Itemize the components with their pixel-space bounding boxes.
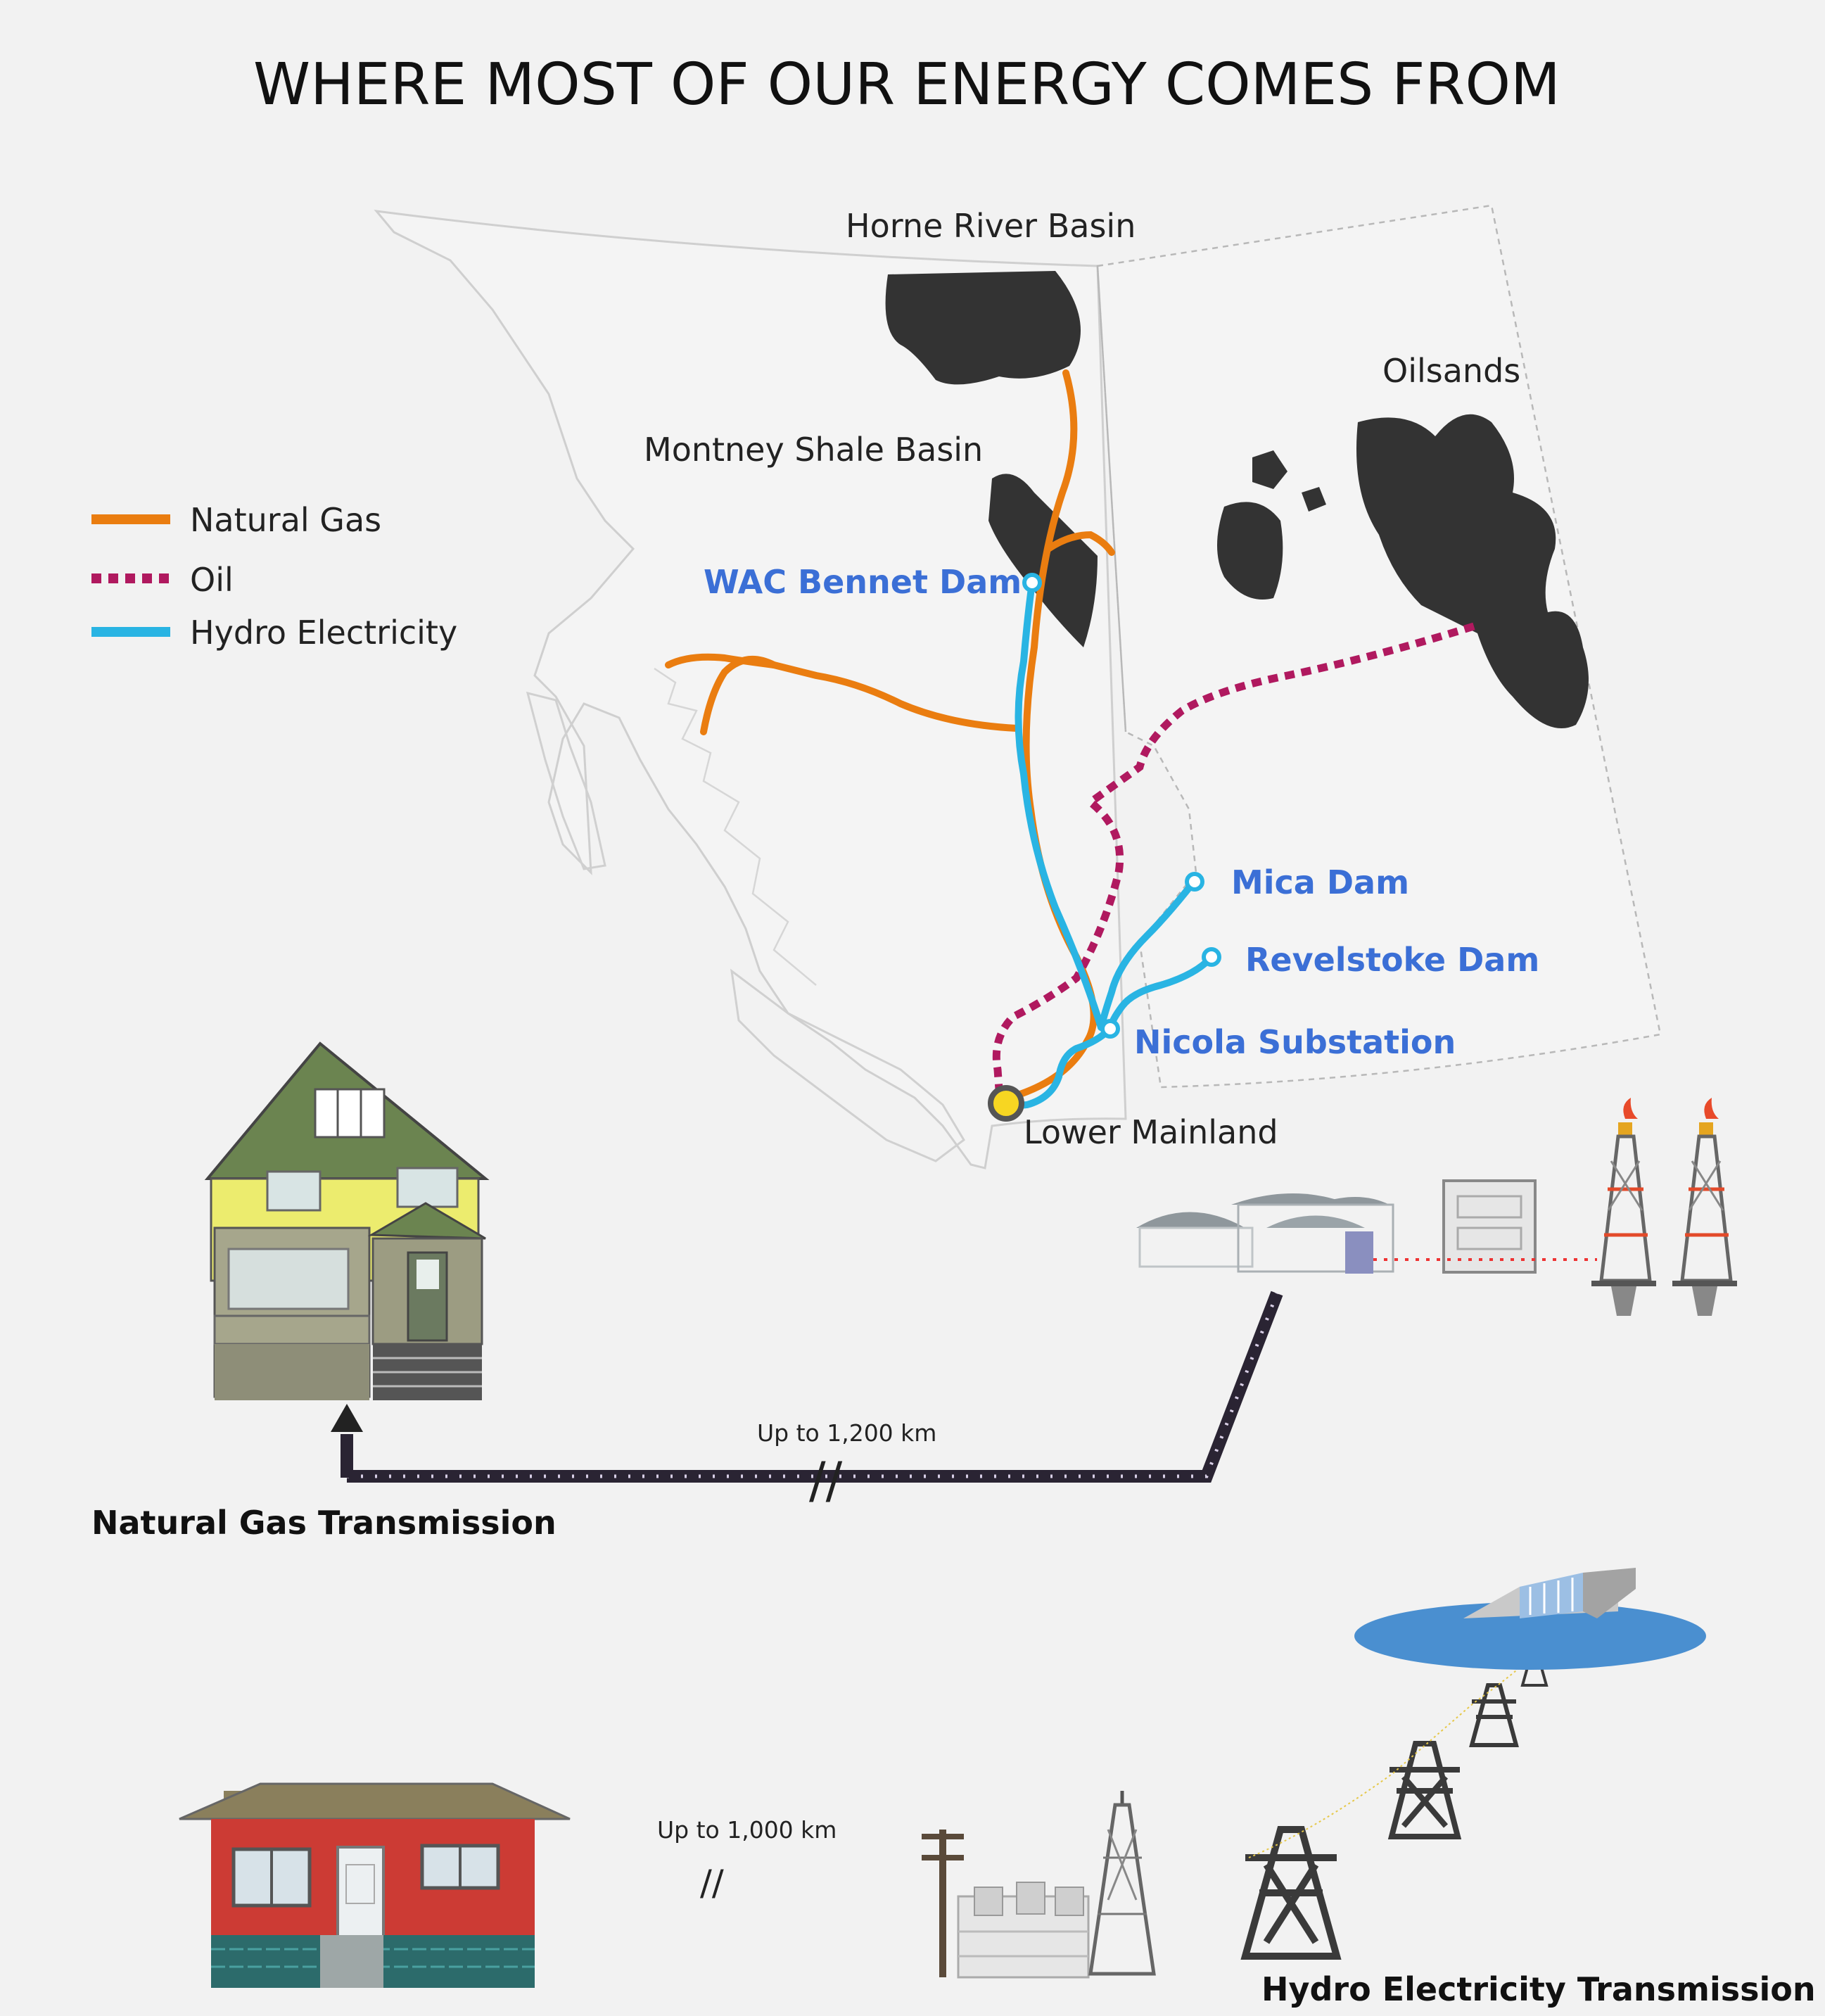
- horne-river-basin: [885, 271, 1081, 385]
- gas-line-west: [700, 656, 1020, 735]
- mica-dam-marker: [1185, 872, 1204, 892]
- gas-wellhead-icon: [1591, 1098, 1656, 1316]
- wac-dam-marker: [1022, 573, 1042, 592]
- hydro-line-wac: [1015, 579, 1105, 1031]
- coastline-detail: [654, 667, 817, 986]
- transmission-pylon-icon: [1469, 1683, 1519, 1747]
- gas-wellhead-icon: [1672, 1098, 1737, 1316]
- hydro-transmission-section: Up to 1,000 km //: [179, 1568, 1816, 2008]
- hydro-line-mica: [1098, 878, 1197, 1031]
- gas-transmission-label: Natural Gas Transmission: [91, 1504, 557, 1542]
- bc-alberta-border: [1096, 265, 1127, 733]
- oil-pipeline: [992, 622, 1475, 1090]
- label-nicola-substation: Nicola Substation: [1134, 1023, 1456, 1061]
- nicola-substation-marker: [1100, 1019, 1120, 1039]
- transmission-pylon-icon: [1387, 1741, 1462, 1839]
- gas-line-west-branch: [665, 653, 777, 668]
- label-mica-dam: Mica Dam: [1231, 863, 1409, 901]
- hydro-dam-icon: [1354, 1568, 1706, 1670]
- oilsands-small-1: [1217, 502, 1283, 600]
- page-title: WHERE MOST OF OUR ENERGY COMES FROM: [253, 51, 1560, 118]
- label-oilsands: Oilsands: [1382, 352, 1520, 390]
- radio-tower-icon: [1088, 1791, 1156, 1976]
- oilsands-small-3: [1302, 487, 1326, 512]
- gas-arrow-icon: [331, 1404, 363, 1432]
- alberta-outline: [1096, 204, 1662, 1089]
- revelstoke-dam-marker: [1202, 947, 1221, 967]
- lower-mainland-marker: [988, 1085, 1024, 1122]
- hydro-transmission-label: Hydro Electricity Transmission: [1261, 1970, 1816, 2008]
- vancouver-island: [730, 968, 965, 1162]
- legend-label-hydro: Hydro Electricity: [190, 614, 457, 652]
- province-map: Horne River Basin Oilsands Montney Shale…: [374, 204, 1662, 1169]
- haida-gwaii: [526, 691, 606, 870]
- power-line-wire: [1248, 1656, 1534, 1858]
- hydro-distance-label: Up to 1,000 km: [657, 1816, 837, 1844]
- oilsands-small-2: [1252, 450, 1287, 489]
- gas-transmission-section: // Up to 1,200 km Natural Gas Transmissi…: [91, 1041, 1737, 1542]
- substation-icon: [957, 1882, 1090, 1979]
- gas-processing-plant-icon: [1136, 1179, 1597, 1274]
- hydro-lines: [1010, 579, 1215, 1110]
- gas-transmission-pipe-dots: [347, 1293, 1279, 1478]
- hydro-line-lower-mainland: [1010, 1025, 1114, 1110]
- hydro-line-revelstoke: [1107, 953, 1215, 1032]
- legend-label-gas: Natural Gas: [190, 501, 381, 539]
- two-storey-house-icon: [204, 1041, 490, 1400]
- hydro-break-mark: //: [700, 1863, 724, 1903]
- label-wac-dam: WAC Bennet Dam: [704, 563, 1022, 601]
- bungalow-house-icon: [179, 1782, 571, 1988]
- bc-outline: [374, 210, 1127, 1169]
- utility-pole-icon: [922, 1830, 964, 1977]
- legend: Natural Gas Oil Hydro Electricity: [91, 501, 457, 652]
- label-revelstoke-dam: Revelstoke Dam: [1245, 941, 1539, 979]
- gas-transmission-pipe: [341, 1291, 1283, 1483]
- label-horne-river: Horne River Basin: [846, 207, 1136, 245]
- transmission-pylon-icon: [1240, 1826, 1342, 1960]
- label-montney: Montney Shale Basin: [644, 431, 983, 469]
- legend-label-oil: Oil: [190, 561, 234, 599]
- oilsands-basin: [1356, 414, 1589, 728]
- gas-line-montney-spur: [1045, 531, 1115, 556]
- gas-distance-label: Up to 1,200 km: [757, 1419, 936, 1447]
- gas-break-mark: //: [809, 1452, 843, 1509]
- label-lower-mainland: Lower Mainland: [1024, 1113, 1278, 1151]
